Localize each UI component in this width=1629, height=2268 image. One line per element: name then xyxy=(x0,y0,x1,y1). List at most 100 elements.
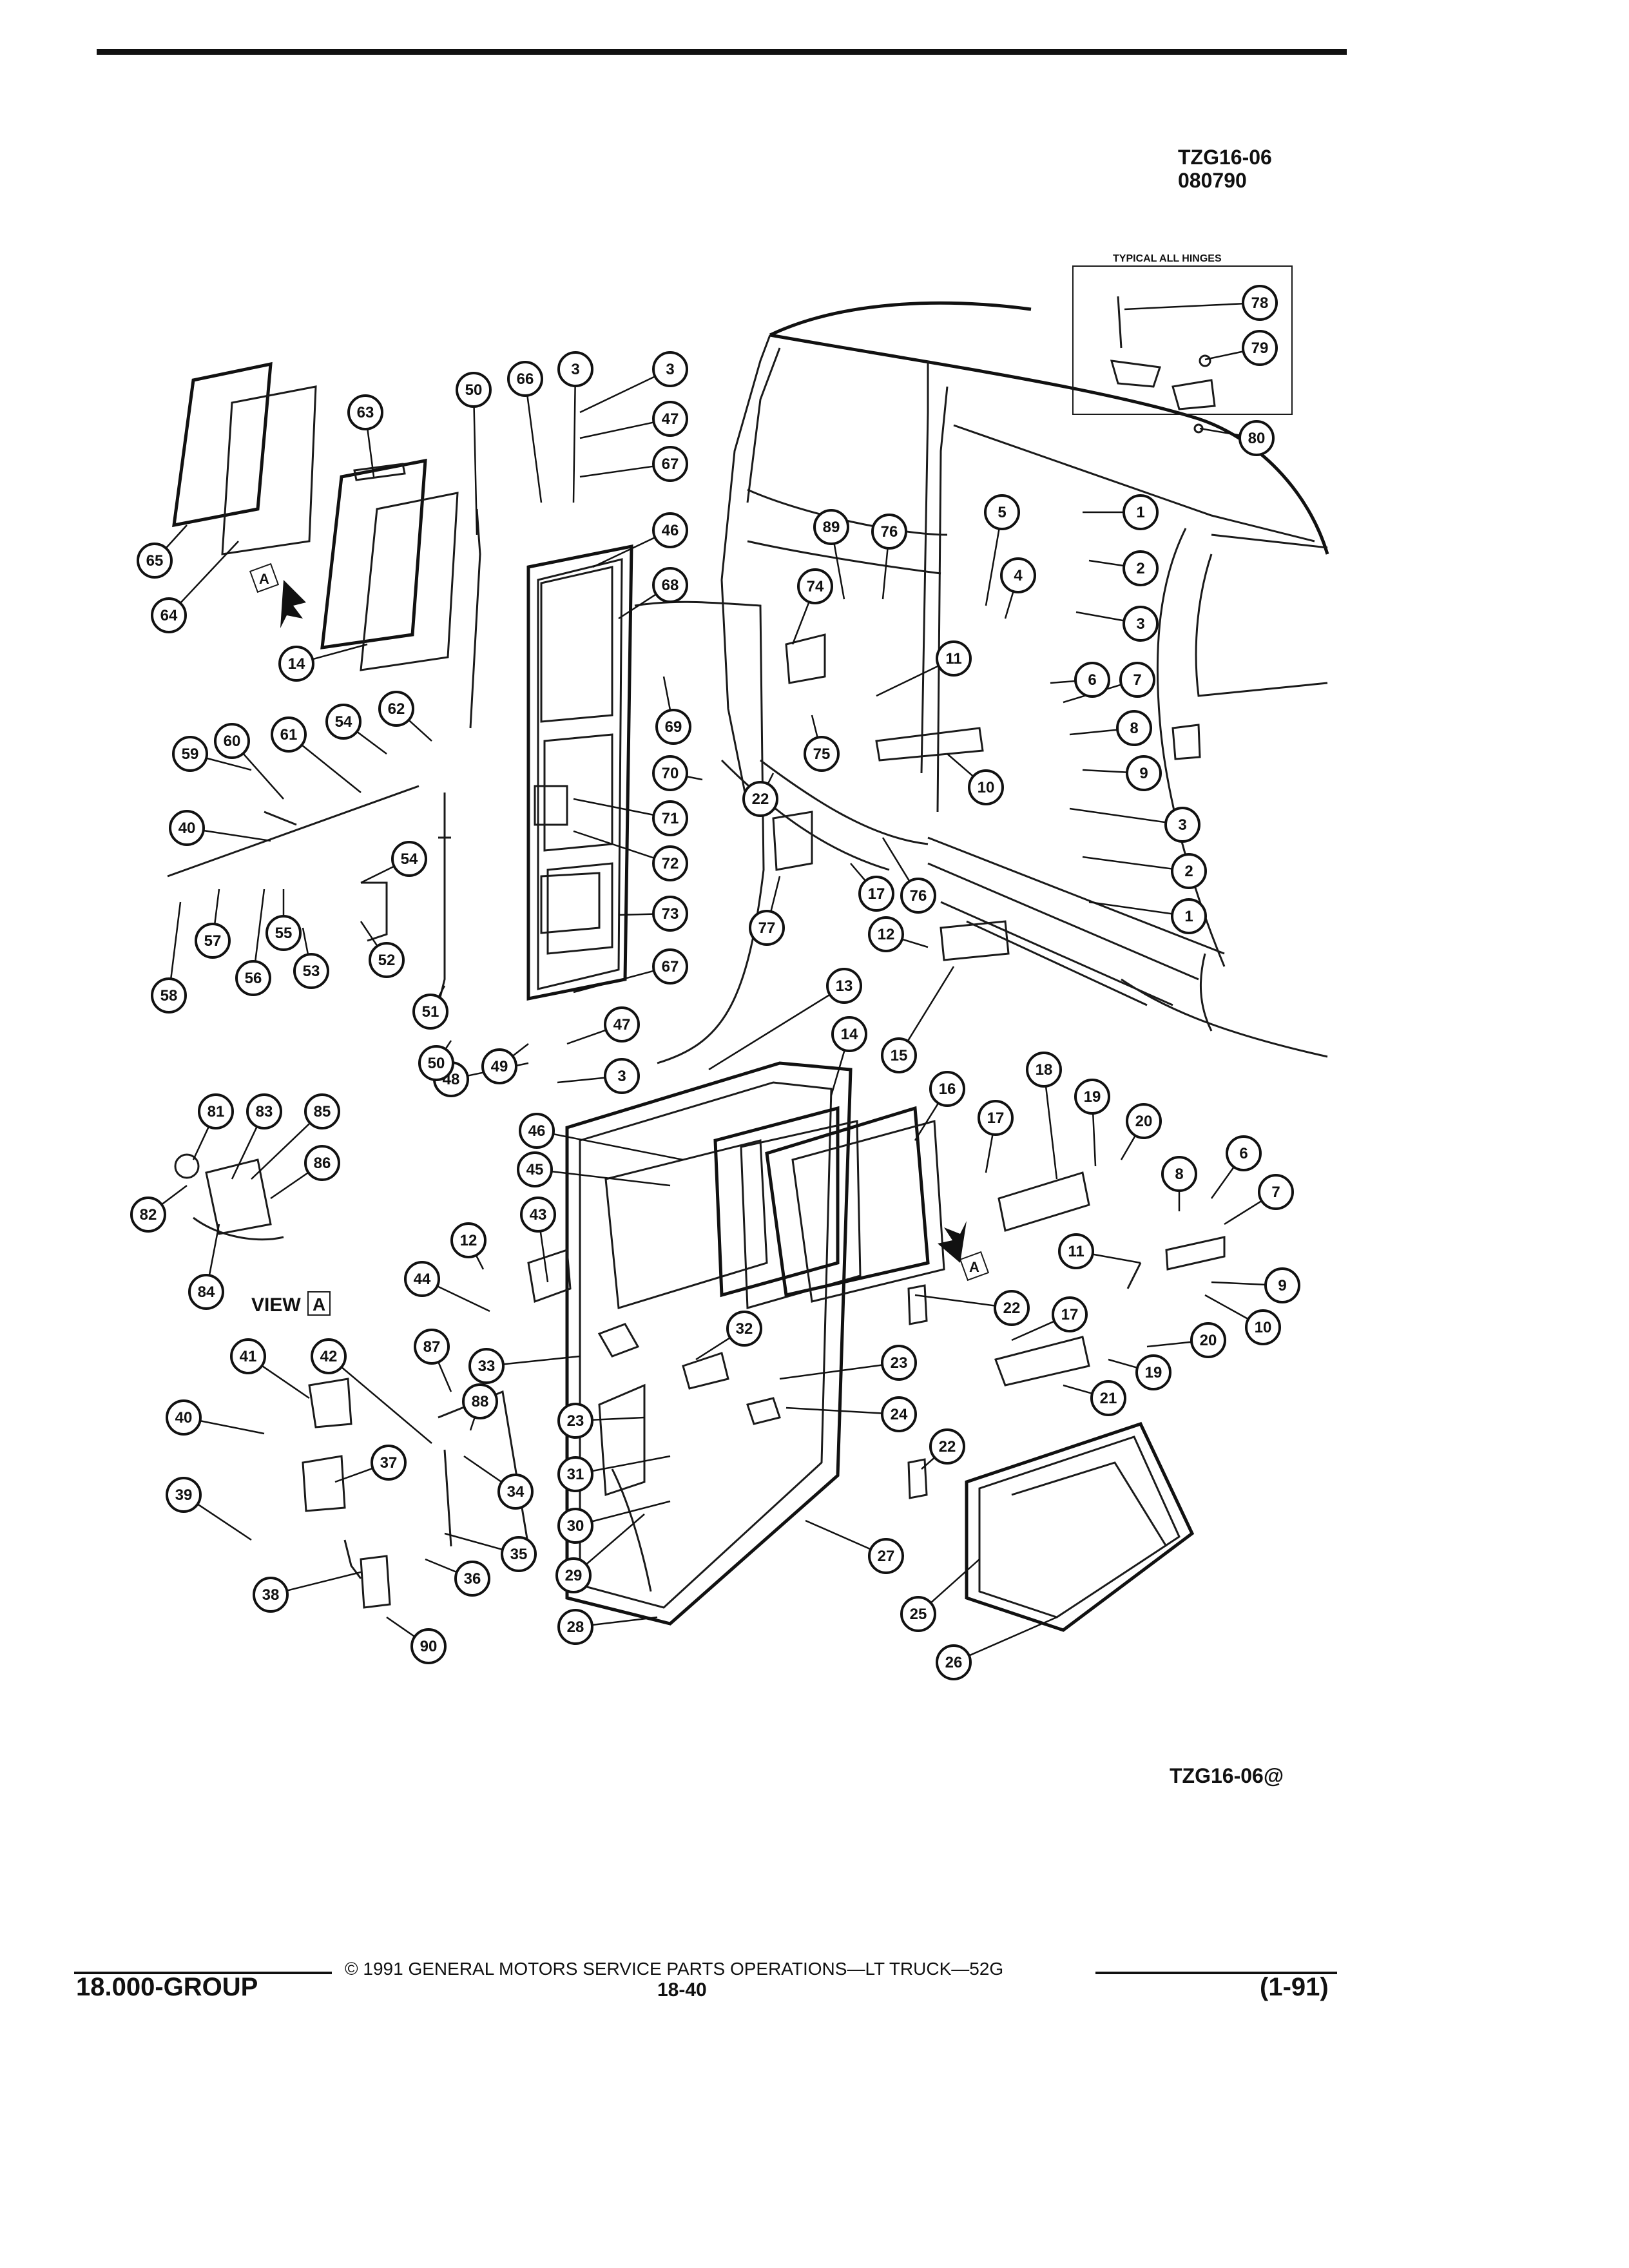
callout-43: 43 xyxy=(520,1196,556,1233)
callout-leader-67 xyxy=(579,465,654,478)
callout-number: 81 xyxy=(207,1103,225,1120)
callout-number: 3 xyxy=(571,361,579,378)
callout-46: 46 xyxy=(652,512,688,548)
callout-number: 27 xyxy=(878,1548,895,1565)
callout-leader-11 xyxy=(876,665,940,697)
callout-number: 54 xyxy=(401,850,418,868)
callout-number: 49 xyxy=(491,1058,508,1075)
callout-77: 77 xyxy=(749,910,785,946)
callout-number: 2 xyxy=(1184,863,1193,880)
callout-22: 22 xyxy=(994,1290,1030,1326)
callout-8: 8 xyxy=(1161,1156,1197,1192)
callout-79: 79 xyxy=(1242,330,1278,366)
callout-leader-37 xyxy=(334,1467,373,1483)
callout-leader-17 xyxy=(1011,1320,1055,1341)
callout-number: 21 xyxy=(1100,1390,1117,1407)
callout-leader-22 xyxy=(914,1294,996,1307)
callout-leader-23 xyxy=(779,1364,883,1380)
callout-63: 63 xyxy=(347,394,383,430)
callout-number: 57 xyxy=(204,932,222,950)
callout-number: 86 xyxy=(314,1155,331,1172)
callout-number: 22 xyxy=(1003,1300,1021,1317)
callout-number: 17 xyxy=(868,885,885,903)
callout-number: 51 xyxy=(422,1003,439,1021)
callout-number: 23 xyxy=(567,1412,584,1430)
callout-10: 10 xyxy=(968,769,1004,805)
callout-number: 80 xyxy=(1248,430,1266,447)
footer-copyright: © 1991 GENERAL MOTORS SERVICE PARTS OPER… xyxy=(345,1959,1004,1979)
callout-19: 19 xyxy=(1135,1354,1171,1390)
callout-leader-72 xyxy=(573,830,655,859)
callout-number: 4 xyxy=(1014,567,1023,584)
callout-number: 46 xyxy=(662,522,679,539)
callout-number: 3 xyxy=(617,1068,626,1085)
callout-leader-5 xyxy=(985,528,1000,606)
callout-number: 77 xyxy=(758,919,776,937)
callout-11: 11 xyxy=(1058,1233,1094,1269)
callout-number: 40 xyxy=(178,820,196,837)
callout-1: 1 xyxy=(1171,898,1207,934)
callout-leader-3 xyxy=(572,385,576,503)
callout-78: 78 xyxy=(1242,285,1278,321)
callout-leader-68 xyxy=(618,593,657,620)
callout-leader-38 xyxy=(286,1571,361,1591)
callout-8: 8 xyxy=(1116,710,1152,746)
callout-53: 53 xyxy=(293,953,329,989)
callout-38: 38 xyxy=(253,1577,289,1613)
callout-3: 3 xyxy=(557,351,593,387)
callout-number: 60 xyxy=(224,733,241,750)
callout-number: 56 xyxy=(245,970,262,987)
side-glass-lower xyxy=(965,1421,1195,1632)
side-door-panel xyxy=(565,1061,853,1626)
callout-33: 33 xyxy=(468,1348,505,1384)
callout-4: 4 xyxy=(1000,557,1036,593)
callout-leader-67 xyxy=(573,970,655,994)
callout-number: 13 xyxy=(836,977,853,995)
callout-number: 33 xyxy=(478,1358,496,1375)
callout-leader-83 xyxy=(231,1126,258,1180)
callout-number: 12 xyxy=(878,926,895,943)
footer-revision: (1-91) xyxy=(1260,1973,1329,2001)
inset-title: TYPICAL ALL HINGES xyxy=(1113,253,1222,264)
callout-3: 3 xyxy=(604,1058,640,1094)
callout-number: 58 xyxy=(160,987,178,1004)
callout-leader-27 xyxy=(805,1519,871,1550)
callout-leader-25 xyxy=(930,1559,980,1604)
callout-46: 46 xyxy=(519,1113,555,1149)
callout-leader-24 xyxy=(786,1407,883,1414)
side-window-frames xyxy=(713,1106,945,1309)
callout-number: 28 xyxy=(567,1619,584,1636)
callout-number: 17 xyxy=(1061,1306,1079,1323)
callout-number: 76 xyxy=(910,887,927,905)
callout-leader-90 xyxy=(386,1616,416,1638)
callout-69: 69 xyxy=(655,709,691,745)
callout-number: 24 xyxy=(891,1406,908,1423)
callout-leader-87 xyxy=(438,1361,452,1392)
callout-leader-54 xyxy=(356,731,387,755)
callout-68: 68 xyxy=(652,567,688,603)
callout-56: 56 xyxy=(235,960,271,996)
callout-41: 41 xyxy=(230,1338,266,1374)
callout-leader-47 xyxy=(579,421,654,439)
footer-page-number: 18-40 xyxy=(657,1979,707,2001)
callout-number: 72 xyxy=(662,855,679,872)
callout-70: 70 xyxy=(652,755,688,791)
callout-51: 51 xyxy=(412,994,448,1030)
callout-number: 3 xyxy=(1136,615,1144,633)
callout-6: 6 xyxy=(1226,1135,1262,1171)
callout-23: 23 xyxy=(557,1403,593,1439)
callout-leader-77 xyxy=(770,876,781,912)
rear-window-frames xyxy=(172,361,459,671)
callout-81: 81 xyxy=(198,1093,234,1129)
callout-leader-18 xyxy=(1045,1086,1058,1180)
callout-leader-80 xyxy=(1199,427,1240,436)
callout-number: 79 xyxy=(1251,340,1269,357)
callout-3: 3 xyxy=(1123,606,1159,642)
callout-17: 17 xyxy=(1052,1296,1088,1332)
callout-number: 17 xyxy=(987,1110,1005,1127)
callout-number: 3 xyxy=(1178,816,1186,834)
callout-7: 7 xyxy=(1258,1174,1294,1210)
callout-leader-3 xyxy=(1075,611,1124,622)
callout-number: 89 xyxy=(823,519,840,536)
